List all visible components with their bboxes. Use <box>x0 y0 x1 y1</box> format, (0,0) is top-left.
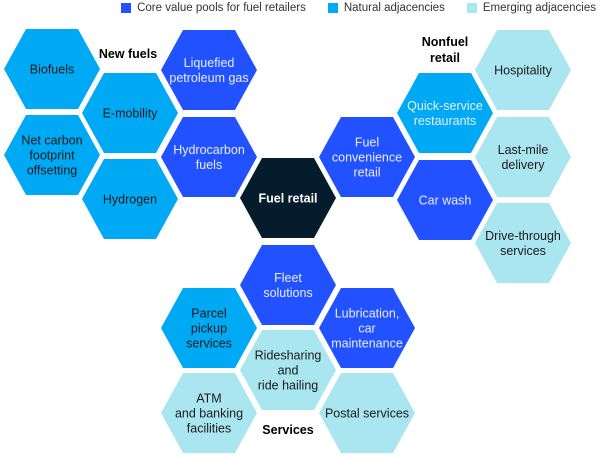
hex-label-fleet-solutions-line-2: solutions <box>263 286 312 300</box>
hex-label-liquefied-petroleum-gas-line-2: petroleum gas <box>169 71 248 85</box>
hex-shape-net-carbon-footprint-offsetting <box>4 115 100 195</box>
hex-label-quick-service-restaurants-line-2: restaurants <box>414 114 477 128</box>
hex-label-net-carbon-footprint-offsetting-line-1: Net carbon <box>21 134 82 148</box>
hex-label-hydrogen-line-1: Hydrogen <box>103 193 157 207</box>
hex-label-ridesharing-and-ride-hailing-line-1: Ridesharing <box>255 349 322 363</box>
hex-label-atm-and-banking-facilities-line-2: and banking <box>175 407 243 421</box>
hex-shape-atm-and-banking-facilities <box>161 373 257 453</box>
hex-hospitality: Hospitality <box>475 30 571 110</box>
legend-label-emerging: Emerging adjacencies <box>482 2 596 14</box>
legend-swatch-natural <box>327 3 338 13</box>
group-label-nonfuel-retail-line2: retail <box>430 51 460 65</box>
hex-fuel-retail: Fuel retail <box>240 158 336 238</box>
hex-label-biofuels-line-1: Biofuels <box>30 63 74 77</box>
hex-shape-quick-service-restaurants <box>397 73 493 153</box>
hex-label-atm-and-banking-facilities-line-1: ATM <box>196 392 221 406</box>
legend-item-emerging: Emerging adjacencies <box>466 2 596 14</box>
hex-shape-last-mile-delivery <box>475 117 571 197</box>
hex-label-parcel-pickup-services-line-1: Parcel <box>191 307 226 321</box>
hex-label-drive-through-services-line-1: Drive-through <box>485 229 561 243</box>
hex-label-car-wash-line-1: Car wash <box>419 194 472 208</box>
hex-shape-liquefied-petroleum-gas <box>161 30 257 110</box>
group-label-services: Services <box>262 423 313 437</box>
hex-car-wash: Car wash <box>397 160 493 240</box>
hex-label-quick-service-restaurants-line-1: Quick-service <box>407 99 483 113</box>
legend-item-core: Core value pools for fuel retailers <box>121 2 306 14</box>
hex-shape-ridesharing-and-ride-hailing <box>240 330 336 410</box>
hex-label-fuel-convenience-retail-line-3: retail <box>353 166 380 180</box>
hex-label-lubrication-car-maintenance-line-1: Lubrication, <box>335 307 400 321</box>
hex-shape-fuel-convenience-retail <box>319 117 415 197</box>
hex-shape-hydrogen <box>82 159 178 239</box>
hex-label-parcel-pickup-services-line-3: services <box>186 337 232 351</box>
hex-label-hydrocarbon-fuels-line-1: Hydrocarbon <box>173 143 245 157</box>
hex-label-lubrication-car-maintenance-line-2: car <box>358 322 375 336</box>
legend: Core value pools for fuel retailers Natu… <box>99 0 596 16</box>
hex-label-e-mobility-line-1: E-mobility <box>103 107 159 121</box>
hex-biofuels: Biofuels <box>4 29 100 109</box>
legend-label-natural: Natural adjacencies <box>343 2 445 14</box>
hex-label-lubrication-car-maintenance-line-3: maintenance <box>331 337 403 351</box>
hex-shape-fuel-retail <box>240 158 336 238</box>
hex-label-fuel-retail-line-1: Fuel retail <box>258 192 317 206</box>
hex-shape-fleet-solutions <box>240 245 336 325</box>
hex-label-net-carbon-footprint-offsetting-line-3: offsetting <box>27 164 78 178</box>
hex-label-liquefied-petroleum-gas-line-1: Liquefied <box>184 56 235 70</box>
legend-swatch-core <box>121 3 132 13</box>
hex-label-last-mile-delivery-line-2: delivery <box>501 158 545 172</box>
hex-shape-hydrocarbon-fuels <box>161 117 257 197</box>
hex-label-postal-services-line-1: Postal services <box>325 407 409 421</box>
hex-label-atm-and-banking-facilities-line-3: facilities <box>187 422 231 436</box>
hex-shape-postal-services <box>319 373 415 453</box>
legend-label-core: Core value pools for fuel retailers <box>137 2 306 14</box>
hex-shape-e-mobility <box>82 73 178 153</box>
hex-shape-drive-through-services <box>475 203 571 283</box>
hex-shape-car-wash <box>397 160 493 240</box>
hex-label-hydrocarbon-fuels-line-2: fuels <box>196 158 222 172</box>
hex-label-fuel-convenience-retail-line-1: Fuel <box>355 136 379 150</box>
hex-label-fleet-solutions-line-1: Fleet <box>274 271 302 285</box>
hex-label-ridesharing-and-ride-hailing-line-3: ride hailing <box>258 379 319 393</box>
hex-label-fuel-convenience-retail-line-2: convenience <box>332 151 402 165</box>
group-label-nonfuel-retail-line1: Nonfuel <box>422 35 469 49</box>
hex-label-parcel-pickup-services-line-2: pickup <box>191 322 227 336</box>
hex-label-drive-through-services-line-2: services <box>500 244 546 258</box>
hex-postal-services: Postal services <box>319 373 415 453</box>
hex-label-net-carbon-footprint-offsetting-line-2: footprint <box>29 149 75 163</box>
hex-label-ridesharing-and-ride-hailing-line-2: and <box>278 364 299 378</box>
legend-item-natural: Natural adjacencies <box>327 2 445 14</box>
hex-hydrogen: Hydrogen <box>82 159 178 239</box>
hex-label-last-mile-delivery-line-1: Last-mile <box>498 143 549 157</box>
hex-e-mobility: E-mobility <box>82 73 178 153</box>
hex-label-hospitality-line-1: Hospitality <box>494 64 552 78</box>
hex-shape-lubrication-car-maintenance <box>319 288 415 368</box>
hex-shape-parcel-pickup-services <box>161 288 257 368</box>
hex-shape-hospitality <box>475 30 571 110</box>
hex-shape-biofuels <box>4 29 100 109</box>
legend-swatch-emerging <box>466 3 477 13</box>
group-label-new-fuels: New fuels <box>99 47 157 61</box>
